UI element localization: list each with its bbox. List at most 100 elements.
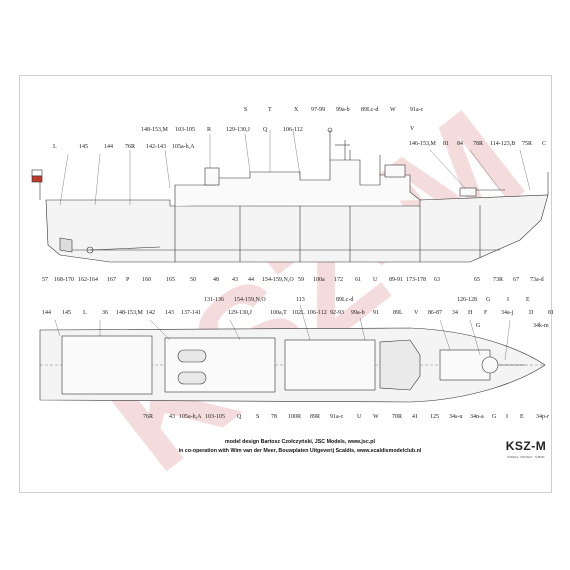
plan-label: E [526,297,530,303]
side-label: 89Lc-d [361,107,378,113]
side-label: 59 [298,277,304,283]
plan-label: 41 [412,414,418,420]
plan-boats [177,349,207,385]
plan-label: I [506,414,508,420]
side-label: 99a-b [336,107,350,113]
plan-label: 100R [288,414,301,420]
side-bridge [384,164,406,178]
side-label: 61 [355,277,361,283]
sheet-border [19,75,552,493]
plan-label: 92-93 [330,310,344,316]
plan-label: 89L [393,310,403,316]
side-label: 76R [125,144,135,150]
side-label: 97-99 [311,107,325,113]
plan-label: 34s-u [449,414,462,420]
plan-label: 43 [169,414,175,420]
plan-label: 126-128 [457,297,477,303]
plan-label: 86-87 [428,310,442,316]
side-label: 67 [513,277,519,283]
side-flag [31,169,43,200]
side-label: 65 [474,277,480,283]
side-label: 63 [434,277,440,283]
side-label: 146-153,M [409,141,436,147]
plan-label: 105a-h,A [179,414,202,420]
brand-logo-text: KSZ-M [506,439,547,453]
plan-label: 144 [42,310,51,316]
plan-forward-deck [439,349,491,381]
side-label: 100a [313,277,325,283]
side-label: V [410,126,415,132]
side-label: 162-164 [78,277,98,283]
plan-label: 34p-r [536,414,549,420]
plan-label: 137-141 [181,310,201,316]
side-label: C [542,141,546,147]
plan-label: 99a-b [351,310,365,316]
side-leader-lines [59,129,531,206]
side-view [31,127,549,263]
side-bottom-labels: 57 168-170 162-164 167 P 160 165 50 48 4… [42,277,544,283]
side-label: 168-170 [54,277,74,283]
side-label: 167 [107,277,116,283]
plan-label: 89R [310,414,320,420]
credits-line-2: in co-operation with Wim van der Meer, B… [179,448,422,454]
side-label: Q [263,127,268,133]
side-label: 57 [42,277,48,283]
plan-label: 91a-c [330,414,344,420]
brand-logo: KSZ-M MODELS · PROJECT · SUBMIT [506,439,547,459]
plan-label: 91 [373,310,379,316]
side-propeller [59,237,161,254]
plan-label: 34 [452,310,458,316]
side-gun [459,187,505,197]
side-label: 172 [334,277,343,283]
plan-label: I [507,297,509,303]
plan-label: 148-153,M [116,310,143,316]
plan-label: 89Lc-d [336,297,353,303]
plan-label: 102L [292,310,305,316]
side-label: 145 [79,144,88,150]
side-label: W [390,107,396,113]
side-label: 148-153,M [141,127,168,133]
plan-label: 81 [548,310,554,316]
side-label: 106-112 [283,127,303,133]
side-label: 48 [213,277,219,283]
plan-gun-turret [481,356,499,374]
plan-label: 36 [102,310,108,316]
plan-label: 113 [296,297,305,303]
plan-label: 125 [430,414,439,420]
plan-label: E [520,414,524,420]
plan-label: 100a,T [270,310,287,316]
plan-label: 78 [271,414,277,420]
plan-midship [284,339,376,391]
side-label: 73R [493,277,503,283]
plan-label: 76R [143,414,153,420]
side-label: R [207,127,211,133]
side-masts [327,127,381,175]
plan-bottom-labels: 76R 43 105a-h,A 103-105 Q S 78 100R 89R … [143,414,549,420]
plan-label: V [414,310,419,316]
plan-label: 106-112 [307,310,327,316]
plan-top-labels: 144 145 L 36 148-153,M 142 143 137-141 1… [42,297,554,329]
side-label: 103-105 [175,127,195,133]
side-label: 160 [142,277,151,283]
plan-label: 34a-j [501,310,514,316]
plan-label: 131-136 [204,297,224,303]
side-label: 91a-c [410,107,424,113]
plan-label: W [373,414,379,420]
plan-label: 103-105 [205,414,225,420]
side-label: 173-178 [406,277,426,283]
plan-leader-lines [54,304,511,361]
side-label: 50 [190,277,196,283]
plan-label: 129-130,J [228,310,252,316]
plan-label: 70R [392,414,402,420]
side-label: U [373,277,378,283]
plan-label: D [529,310,534,316]
side-label: S [244,107,247,113]
side-label: 144 [104,144,113,150]
plan-label: U [357,414,362,420]
side-label: 129-130,J [226,127,250,133]
plan-label: 143 [165,310,174,316]
plan-label: 34k-m [533,323,549,329]
plan-label: Q [237,414,242,420]
